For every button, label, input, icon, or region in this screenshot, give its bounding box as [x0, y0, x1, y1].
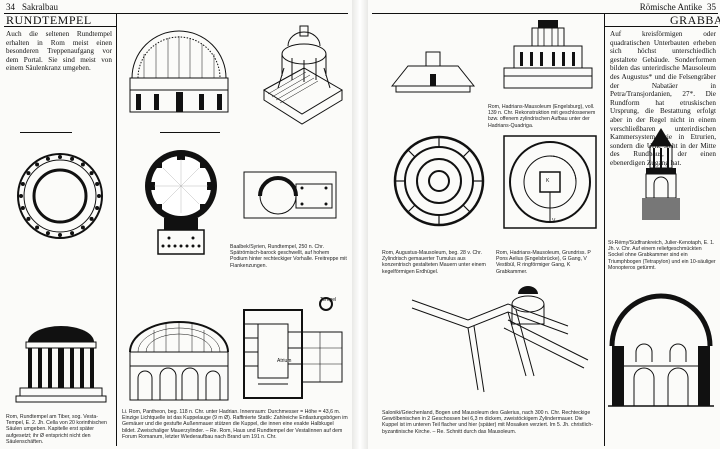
title-rule: [4, 26, 116, 27]
baalbek-axonometry-icon: [244, 18, 348, 130]
label-atrium: Atrium: [277, 358, 292, 364]
column-dot: [97, 194, 101, 198]
column-dot: [45, 156, 50, 161]
caption-tiber: Rom, Rundtempel am Tiber, sog. Vesta-Tem…: [6, 414, 107, 445]
page-number-left: 34: [6, 2, 15, 12]
column-dot: [20, 181, 25, 186]
caption-st-remy: St-Rémy/Südfrankreich, Julier-Kenotaph, …: [608, 240, 716, 271]
column-rule: [116, 14, 117, 446]
right-page: Römische Antike 35 GRABBAU Auf kreisförm…: [368, 0, 720, 449]
scale-bar-1: [20, 132, 72, 133]
plan-letter-v: V: [552, 218, 556, 224]
column-dot: [70, 231, 75, 236]
column-dot: [95, 181, 100, 186]
circular-temple-plan-icon: [14, 150, 106, 242]
header-rule-right: [372, 13, 718, 14]
column-dot: [20, 206, 25, 211]
running-head-left: Sakralbau: [22, 2, 58, 12]
column-dot: [80, 162, 85, 167]
column-dot: [45, 231, 50, 236]
plan-letter-k: K: [546, 178, 550, 184]
column-dot: [95, 206, 100, 211]
augustus-plan-icon: [392, 134, 486, 228]
section-title: RUNDTEMPEL: [6, 13, 92, 27]
forum-house-plan-icon: [240, 292, 348, 402]
caption-saloniki: Saloniki/Griechenland, Bogen und Mausole…: [382, 410, 593, 435]
title-rule-right: [604, 26, 718, 27]
column-dot: [70, 156, 75, 161]
mausoleum-elevation-icon: [500, 20, 596, 94]
header-rule: [4, 13, 348, 14]
hadrian-plan-icon: [500, 132, 600, 232]
column-dot: [80, 225, 85, 230]
caption-pantheon: Li. Rom, Pantheon, beg. 118 n. Chr. unte…: [122, 409, 348, 440]
section-title-right: GRABBAU: [670, 13, 720, 27]
pantheon-dome-elevation-icon: [124, 18, 234, 118]
mausoleum-small-elevation-icon: [388, 36, 478, 96]
round-temple-elevation-icon: [14, 326, 108, 406]
label-tempel: Tempel: [320, 297, 337, 303]
julier-kenotaph-icon: [642, 128, 680, 220]
running-head-right: Römische Antike: [639, 2, 702, 12]
galerius-axonometry-icon: [408, 286, 598, 408]
rotunda-section-icon: [606, 290, 716, 410]
column-rule-right: [604, 14, 605, 446]
pantheon-section-icon: [124, 308, 234, 404]
column-dot: [19, 194, 23, 198]
caption-hadrian-plan: Rom, Hadrians-Mausoleum, Grundriss. P Po…: [496, 250, 591, 275]
page-number-right: 35: [707, 2, 716, 12]
caption-baalbek: Baalbek/Syrien, Rundtempel, 250 n. Chr. …: [230, 244, 347, 269]
left-page: 34 Sakralbau RUNDTEMPEL Auch die seltene…: [0, 0, 352, 449]
column-dot: [89, 216, 94, 221]
pantheon-plan-icon: [145, 150, 217, 258]
baalbek-plan-icon: [240, 166, 340, 226]
column-dot: [26, 171, 31, 176]
column-dot: [58, 155, 62, 159]
column-dot: [58, 233, 62, 237]
intro-text: Auch die seltenen Rundtempel erhalten in…: [6, 30, 112, 73]
column-dot: [26, 216, 31, 221]
book-gutter: [352, 0, 368, 449]
column-dot: [35, 162, 40, 167]
column-dot: [89, 171, 94, 176]
column-dot: [35, 225, 40, 230]
caption-hadrian: Rom, Hadrians-Mausoleum (Engelsburg), vo…: [488, 104, 596, 129]
caption-augustus: Rom, Augustus-Mausoleum, beg. 28 v. Chr.…: [382, 250, 486, 275]
scale-bar-2: [160, 132, 220, 133]
